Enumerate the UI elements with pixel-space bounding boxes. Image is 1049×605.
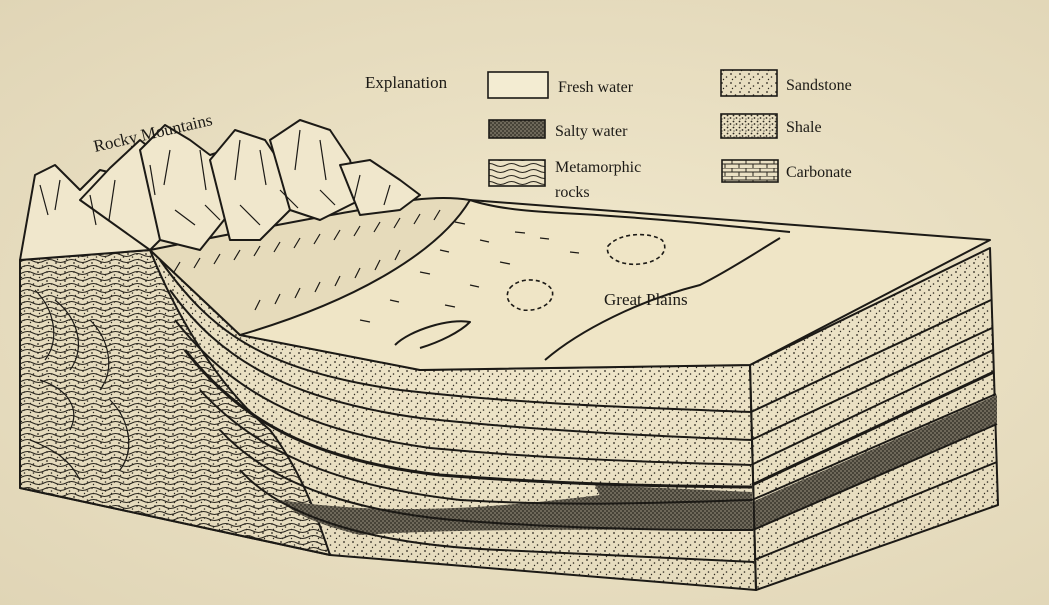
legend-shale-label: Shale [786, 119, 822, 136]
legend-metamorphic-label: Metamorphic [555, 159, 641, 176]
great-plains-label: Great Plains [604, 290, 688, 309]
sandstone-swatch [721, 70, 777, 96]
shale-swatch [721, 114, 777, 138]
legend: Explanation Fresh water Salty water Meta… [365, 70, 852, 201]
salty-water-swatch [489, 120, 545, 138]
legend-fresh-water-label: Fresh water [558, 79, 634, 96]
metamorphic-swatch [489, 160, 545, 186]
legend-salty-water-label: Salty water [555, 123, 628, 140]
fresh-water-swatch [488, 72, 548, 98]
block-diagram-body [20, 120, 998, 590]
legend-sandstone-label: Sandstone [786, 77, 852, 94]
legend-carbonate-label: Carbonate [786, 164, 852, 181]
carbonate-swatch [722, 160, 778, 182]
legend-title: Explanation [365, 73, 448, 92]
legend-metamorphic-label2: rocks [555, 184, 590, 201]
